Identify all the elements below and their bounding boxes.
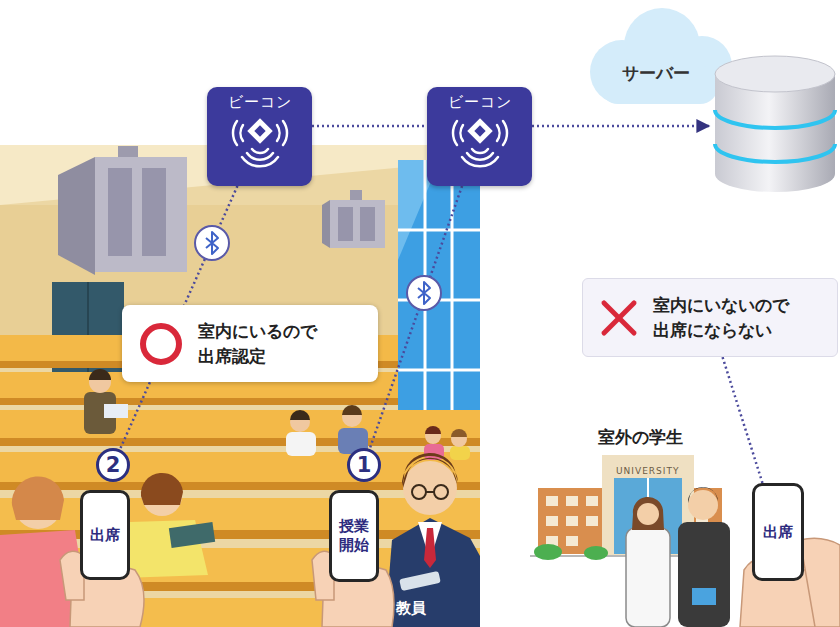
node-text: 出席: [763, 523, 793, 542]
callout-number: 2: [96, 448, 130, 482]
cloud: [590, 8, 732, 104]
database-icon: [712, 52, 838, 197]
beacon-box: ビーコン: [427, 87, 532, 186]
label-slot: 室外の学生: [598, 426, 683, 449]
node-text: 室内にいるので 出席認定: [198, 319, 368, 368]
node-text: 1: [357, 455, 372, 476]
building-sign: UNIVERSITY: [616, 466, 679, 476]
teacher: [385, 453, 480, 627]
smartphone: 授業 開始: [329, 490, 379, 582]
ok-circle: [138, 321, 184, 367]
node-text: ビーコン: [228, 93, 292, 111]
smartphone: 出席: [80, 490, 130, 580]
node-text: 出席: [90, 526, 120, 545]
node-text: ビーコン: [448, 93, 512, 111]
result-callout: 室内にいるので 出席認定: [122, 305, 378, 382]
label-slot: UNIVERSITY: [616, 459, 679, 478]
label-slot: 教員: [396, 598, 426, 618]
smartphone: 出席: [752, 483, 804, 581]
ng-cross: [599, 298, 639, 338]
outside-students: [626, 487, 730, 627]
bluetooth-icon: [407, 276, 441, 310]
beacon-icon: [445, 115, 515, 173]
group-label: 室外の学生: [598, 427, 683, 447]
signal-connector: [312, 125, 427, 128]
beacon-icon: [225, 115, 295, 173]
callout-number: 1: [347, 448, 381, 482]
role-label: 教員: [396, 599, 426, 617]
signal-connector: [370, 186, 462, 449]
beacon-box: ビーコン: [207, 87, 312, 186]
result-callout: 室内にいないので 出席にならない: [582, 278, 838, 357]
node-text: 室内にいないので 出席にならない: [653, 293, 823, 342]
node-text: 2: [106, 455, 121, 476]
node-text: 授業 開始: [335, 517, 373, 555]
server-database: サーバー: [712, 52, 838, 197]
signal-connector: [723, 357, 763, 483]
signal-connector: [532, 125, 709, 128]
node-text: サーバー: [606, 62, 706, 85]
classroom: [0, 145, 480, 627]
bluetooth-icon: [195, 226, 229, 260]
